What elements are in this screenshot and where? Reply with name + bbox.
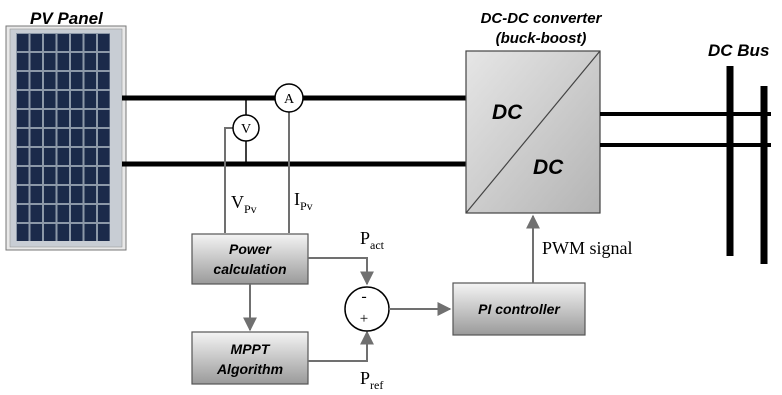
power-calc-line-1: Power [229, 241, 273, 257]
pi-controller-label: PI controller [478, 301, 561, 317]
converter-dc-in: DC [492, 101, 523, 124]
p-ref-label: Pref [360, 368, 383, 392]
pv-panel-label: PV Panel [30, 9, 104, 28]
pwm-signal-label: PWM signal [542, 238, 633, 258]
sum-plus-sign: + [360, 311, 368, 327]
sum-minus-sign: - [361, 288, 366, 305]
voltmeter-letter: V [241, 122, 251, 137]
ammeter-icon [274, 83, 304, 113]
converter-title-1: DC-DC converter [481, 10, 603, 27]
dc-dc-converter [465, 50, 601, 214]
voltmeter-icon [232, 114, 260, 142]
p-act-label: Pact [360, 228, 385, 252]
pv-panel [5, 25, 127, 251]
v-pv-label: VPv [231, 192, 257, 216]
dc-bus-label: DC Bus [708, 41, 769, 60]
mppt-line-1: MPPT [231, 341, 271, 357]
ammeter-letter: A [284, 92, 295, 107]
i-pv-label: IPv [294, 189, 313, 213]
mppt-block: MPPT Algorithm [191, 331, 309, 385]
power-calculation-block: Power calculation [191, 233, 309, 285]
mppt-line-2: Algorithm [216, 361, 283, 377]
p-ref-arrow [308, 330, 374, 362]
power-calc-line-2: calculation [213, 261, 286, 277]
pi-controller-block: PI controller [452, 282, 586, 336]
v-pv-signal-line [224, 127, 233, 233]
converter-dc-out: DC [533, 156, 564, 179]
p-act-arrow [308, 257, 374, 286]
converter-title-2: (buck-boost) [496, 30, 587, 47]
